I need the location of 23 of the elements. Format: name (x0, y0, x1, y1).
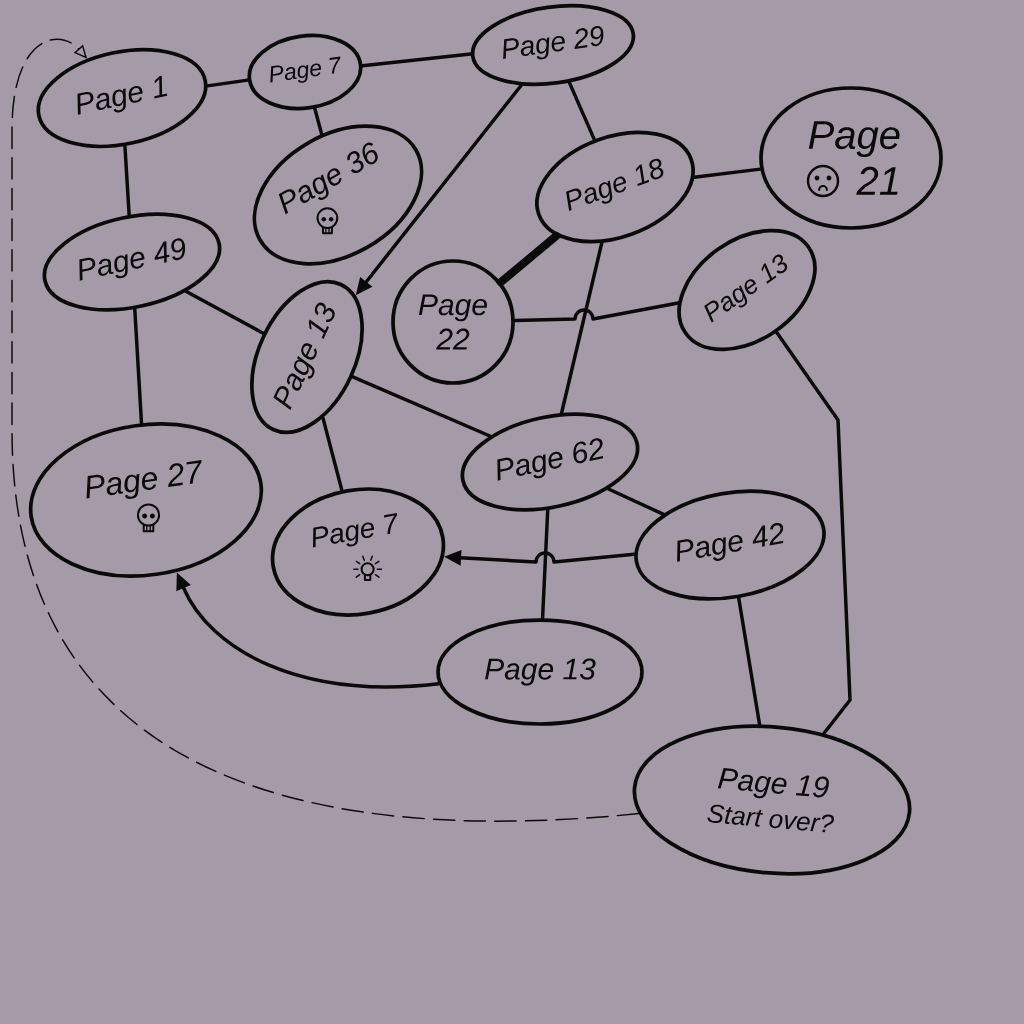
connector-line (775, 330, 852, 736)
connector-line (321, 416, 344, 492)
dashed-arrow (11, 38, 640, 822)
connector-line (123, 144, 131, 217)
connector-line (559, 241, 604, 415)
ellipse-node: Page 22 (391, 259, 515, 385)
connector-line (513, 301, 680, 323)
connector-line (737, 596, 762, 727)
connector-line (205, 78, 250, 88)
connector-line (360, 52, 473, 68)
connector-line (313, 107, 324, 136)
ellipse-node: Page 19 Start over? (632, 724, 912, 876)
connector-line (567, 80, 596, 142)
connector-line (184, 289, 265, 335)
connector-line (540, 508, 550, 620)
connector-line (133, 307, 144, 425)
connector-line (606, 487, 665, 516)
connector-line (692, 167, 762, 179)
ellipse-node: Page 21 (759, 86, 943, 230)
connector-line (496, 231, 561, 287)
ellipse-node: Page 13 (436, 618, 644, 726)
connector-line (351, 375, 492, 438)
ellipse-node: Page 7 (270, 487, 446, 617)
